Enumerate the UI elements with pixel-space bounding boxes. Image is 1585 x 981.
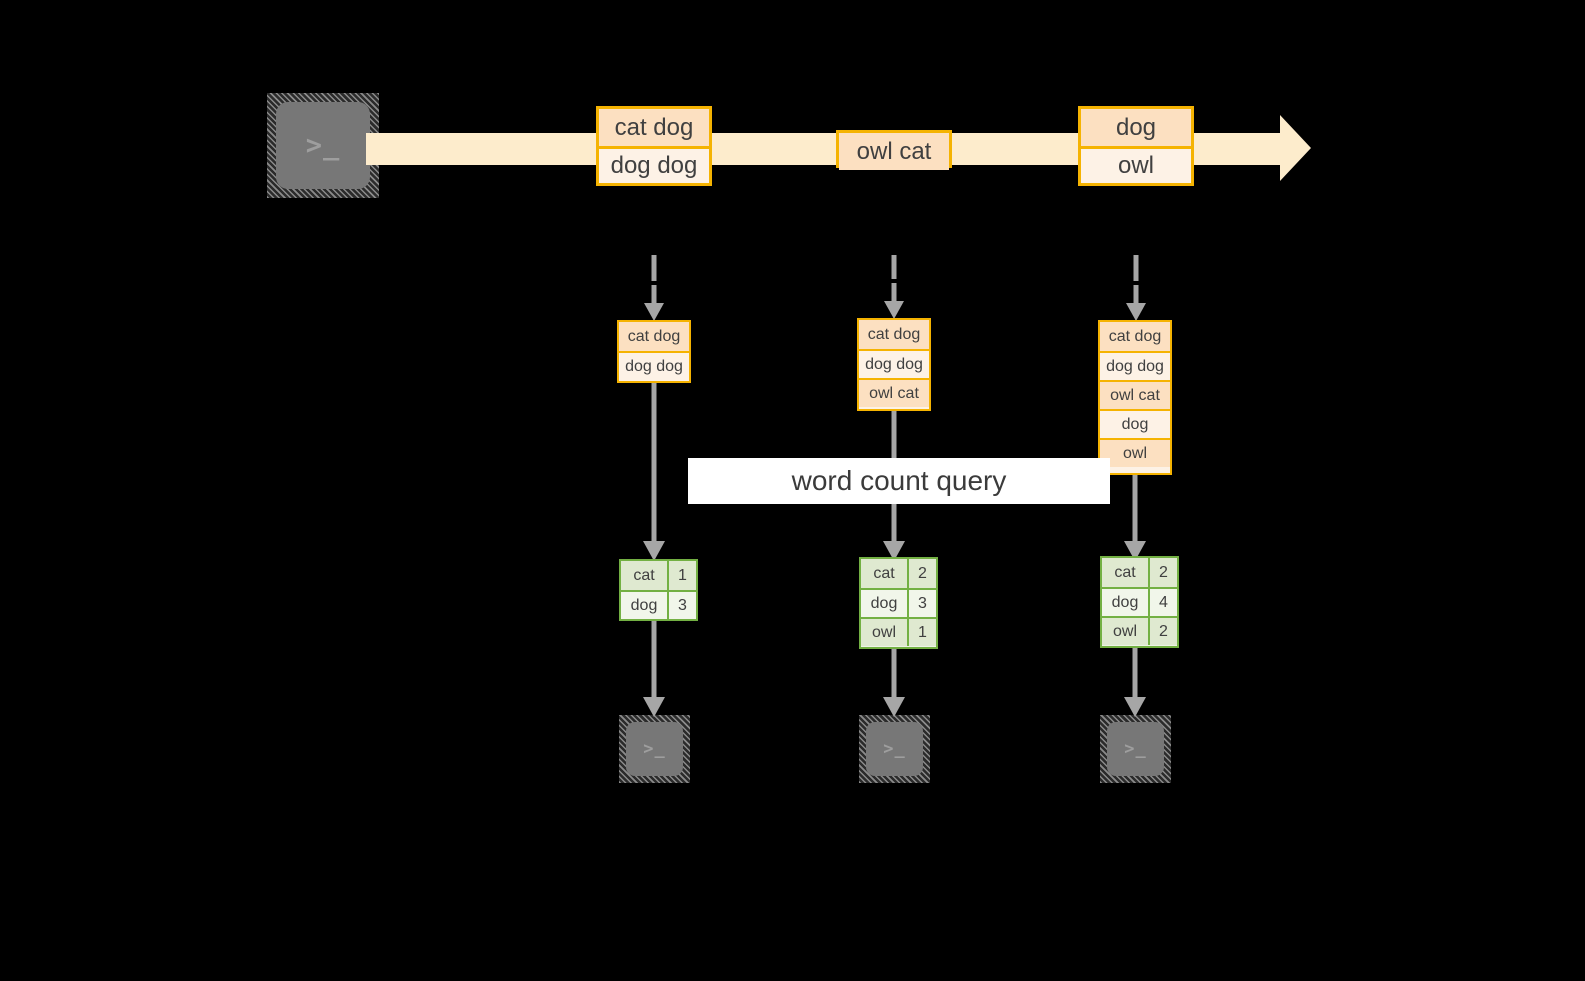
terminal-screen: [626, 722, 683, 776]
snapshot-connector-3: [1126, 255, 1146, 321]
result-count: 2: [1148, 558, 1177, 587]
snapshot-input-line: owl: [1100, 438, 1170, 467]
stream-record-2[interactable]: owl cat: [836, 130, 952, 170]
terminal-prompt-icon: >_: [1124, 739, 1147, 759]
result-row: owl 2: [1102, 616, 1177, 645]
record-line: owl cat: [839, 133, 949, 170]
sink-terminal-2[interactable]: >_: [859, 715, 930, 783]
result-row: dog 3: [861, 588, 936, 617]
terminal-screen: [1107, 722, 1164, 776]
record-line: dog dog: [599, 146, 709, 183]
snapshot-input-line: dog dog: [859, 349, 929, 378]
snapshot-input-line: dog dog: [619, 351, 689, 380]
stream-record-1[interactable]: cat dog dog dog: [596, 106, 712, 186]
snapshot-input-line: dog dog: [1100, 351, 1170, 380]
snapshot-input-table-1[interactable]: cat dog dog dog: [617, 320, 691, 383]
result-row: owl 1: [861, 617, 936, 646]
record-line: dog: [1081, 109, 1191, 146]
result-word: dog: [861, 590, 907, 617]
result-table-1[interactable]: cat 1 dog 3: [619, 559, 698, 621]
snapshot-input-line: cat dog: [619, 322, 689, 351]
result-word: owl: [1102, 618, 1148, 645]
record-line: cat dog: [599, 109, 709, 146]
stream-record-3[interactable]: dog owl: [1078, 106, 1194, 186]
sink-connector-3: [1124, 648, 1146, 717]
result-count: 2: [1148, 618, 1177, 645]
result-count: 1: [667, 561, 696, 590]
result-row: dog 3: [621, 590, 696, 619]
result-count: 3: [667, 592, 696, 619]
snapshot-input-line: dog: [1100, 409, 1170, 438]
result-table-3[interactable]: cat 2 dog 4 owl 2: [1100, 556, 1179, 648]
record-line: owl: [1081, 146, 1191, 183]
result-count: 1: [907, 619, 936, 646]
result-word: dog: [1102, 589, 1148, 616]
result-count: 4: [1148, 589, 1177, 616]
snapshot-input-table-3[interactable]: cat dog dog dog owl cat dog owl: [1098, 320, 1172, 475]
terminal-prompt-icon: >_: [305, 130, 341, 161]
terminal-screen: [276, 102, 370, 189]
result-word: cat: [1102, 558, 1148, 587]
snapshot-input-line: cat dog: [859, 320, 929, 349]
query-connector-3: [1124, 475, 1146, 561]
query-banner-label: word count query: [791, 465, 1007, 496]
snapshot-connector-1: [644, 255, 664, 321]
terminal-screen: [866, 722, 923, 776]
sink-terminal-3[interactable]: >_: [1100, 715, 1171, 783]
stream-source-terminal[interactable]: >_: [267, 93, 379, 198]
result-count: 2: [907, 559, 936, 588]
snapshot-input-line: cat dog: [1100, 322, 1170, 351]
snapshot-input-line: owl cat: [859, 378, 929, 407]
result-word: dog: [621, 592, 667, 619]
result-word: cat: [621, 561, 667, 590]
sink-connector-1: [643, 621, 665, 717]
sink-terminal-1[interactable]: >_: [619, 715, 690, 783]
result-word: cat: [861, 559, 907, 588]
result-word: owl: [861, 619, 907, 646]
snapshot-input-line: owl cat: [1100, 380, 1170, 409]
query-banner: word count query: [688, 458, 1110, 504]
terminal-prompt-icon: >_: [883, 739, 906, 759]
result-row: cat 2: [1102, 558, 1177, 587]
terminal-prompt-icon: >_: [643, 739, 666, 759]
result-row: cat 1: [621, 561, 696, 590]
snapshot-connector-2: [884, 255, 904, 319]
result-row: cat 2: [861, 559, 936, 588]
query-connector-1: [643, 383, 665, 561]
result-row: dog 4: [1102, 587, 1177, 616]
result-count: 3: [907, 590, 936, 617]
result-table-2[interactable]: cat 2 dog 3 owl 1: [859, 557, 938, 649]
sink-connector-2: [883, 649, 905, 717]
snapshot-input-table-2[interactable]: cat dog dog dog owl cat: [857, 318, 931, 411]
